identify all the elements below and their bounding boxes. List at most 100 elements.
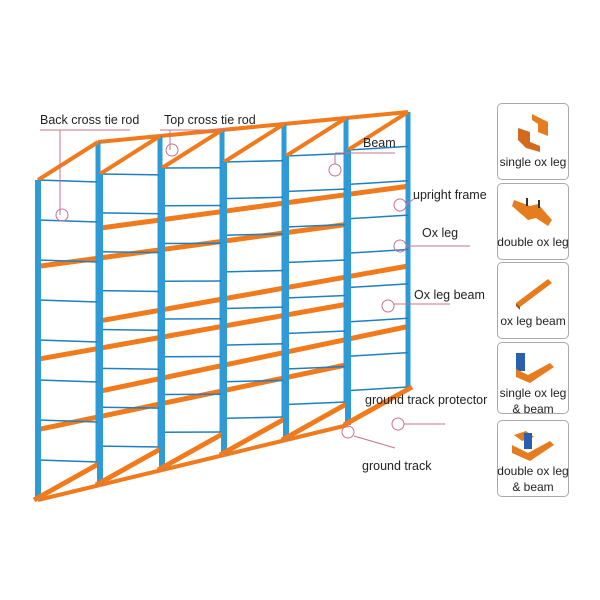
- frame-brace: [347, 386, 409, 392]
- ox-leg-beam: [97, 376, 161, 395]
- frame-brace: [37, 299, 99, 303]
- ox-leg-beam: [159, 209, 223, 223]
- ox-leg-beam: [283, 274, 347, 291]
- ox-leg-beam: [345, 183, 409, 198]
- ground-track-protector: [218, 414, 290, 458]
- part-card-double-ox-leg: double ox leg: [497, 183, 569, 260]
- frame-brace: [37, 339, 99, 343]
- frame-brace: [37, 179, 99, 183]
- frame-brace: [223, 416, 285, 420]
- ox-leg-beam: [345, 263, 409, 280]
- single-ox-leg-beam-icon: [516, 353, 554, 383]
- frame-brace: [99, 367, 161, 370]
- frame-brace: [285, 401, 347, 406]
- frame-brace: [37, 459, 99, 463]
- ox-leg-beam-icon: [516, 279, 552, 310]
- frame-brace: [37, 419, 99, 423]
- ox-leg-beam: [221, 350, 285, 369]
- frame-brace: [223, 269, 285, 273]
- ground-track-protector: [156, 429, 228, 473]
- frame-brace: [285, 330, 347, 335]
- frame-brace: [347, 180, 409, 186]
- ox-leg-beam: [221, 285, 285, 302]
- label-back-cross-tie-rod: Back cross tie rod: [40, 113, 140, 127]
- frame-brace: [223, 233, 285, 236]
- ox-leg-beam: [223, 375, 287, 393]
- top-cross-tie-rod: [98, 134, 162, 176]
- label-beam: Beam: [363, 136, 396, 150]
- ox-leg-beam: [37, 414, 101, 433]
- frame-brace: [347, 214, 409, 220]
- frame-brace: [285, 223, 347, 228]
- frame-brace: [347, 351, 409, 357]
- ox-leg-beam: [159, 363, 223, 382]
- ox-leg-beam: [223, 312, 287, 329]
- ground-track-protector: [280, 399, 352, 443]
- frame-brace: [285, 188, 347, 193]
- frame-brace: [285, 259, 347, 264]
- double-ox-leg-icon: [512, 198, 552, 226]
- part-card-single-ox-leg-beam: single ox leg & beam: [497, 342, 569, 416]
- frame-brace: [37, 219, 99, 223]
- frame-brace: [99, 328, 161, 332]
- part-caption-line2: & beam: [512, 480, 554, 494]
- frame-brace: [223, 159, 285, 163]
- top-cross-tie-rod: [284, 116, 348, 158]
- ox-leg-beam: [221, 200, 285, 215]
- frame-brace: [347, 248, 409, 254]
- label-top-cross-tie-rod: Top cross tie rod: [164, 113, 256, 127]
- ground-track-protector: [342, 384, 414, 428]
- top-beam: [221, 122, 285, 132]
- ox-leg-beam: [161, 238, 225, 253]
- frame-brace: [223, 306, 285, 310]
- frame-brace: [285, 294, 347, 299]
- label-ground-track: ground track: [362, 459, 432, 473]
- ox-leg-beam: [283, 337, 347, 355]
- frame-brace: [99, 445, 161, 448]
- double-ox-leg-beam-icon: [512, 431, 554, 461]
- frame-brace: [347, 283, 409, 289]
- top-beam: [345, 110, 409, 120]
- frame-brace: [285, 152, 347, 157]
- frame-brace: [285, 365, 347, 370]
- frame-brace: [99, 173, 161, 176]
- ground-track: [285, 423, 349, 442]
- part-caption: double ox leg: [497, 235, 569, 249]
- ox-leg-beam: [159, 296, 223, 313]
- part-caption: double ox leg: [497, 464, 569, 478]
- top-beam: [97, 134, 161, 144]
- ground-track: [99, 468, 163, 487]
- ground-track: [223, 438, 287, 457]
- ox-leg-beam: [161, 323, 225, 340]
- ground-track-protector: [32, 459, 104, 503]
- ground-track: [161, 453, 225, 472]
- label-ox-leg: Ox leg: [422, 226, 459, 240]
- frame-brace: [223, 343, 285, 346]
- ox-leg-beam: [37, 345, 101, 362]
- frame-brace: [99, 251, 161, 254]
- frame-brace: [99, 289, 161, 293]
- ox-leg-beam: [37, 255, 101, 269]
- label-upright-frame: upright frame: [413, 188, 487, 202]
- ox-leg-beam: [285, 301, 349, 318]
- top-cross-tie-rod: [160, 128, 224, 170]
- top-beam: [283, 116, 347, 126]
- frame-brace: [99, 406, 161, 409]
- frame-brace: [37, 379, 99, 383]
- frame-brace: [347, 317, 409, 323]
- label-ox-leg-beam: Ox leg beam: [414, 288, 485, 302]
- ox-leg-beam: [161, 388, 225, 407]
- part-caption: ox leg beam: [500, 314, 566, 328]
- part-card-ox-leg-beam: ox leg beam: [497, 262, 569, 339]
- ox-leg-beam: [345, 324, 409, 342]
- frame-brace: [223, 379, 285, 383]
- part-card-double-ox-leg-beam: double ox leg & beam: [497, 420, 569, 497]
- top-cross-tie-rod: [346, 110, 410, 152]
- frame-brace: [37, 259, 99, 263]
- part-caption: single ox leg: [499, 155, 567, 169]
- ox-leg-beam: [283, 192, 347, 206]
- top-cross-tie-rod: [222, 122, 286, 164]
- ground-track-protector: [94, 444, 166, 488]
- ox-leg-beam: [99, 401, 163, 420]
